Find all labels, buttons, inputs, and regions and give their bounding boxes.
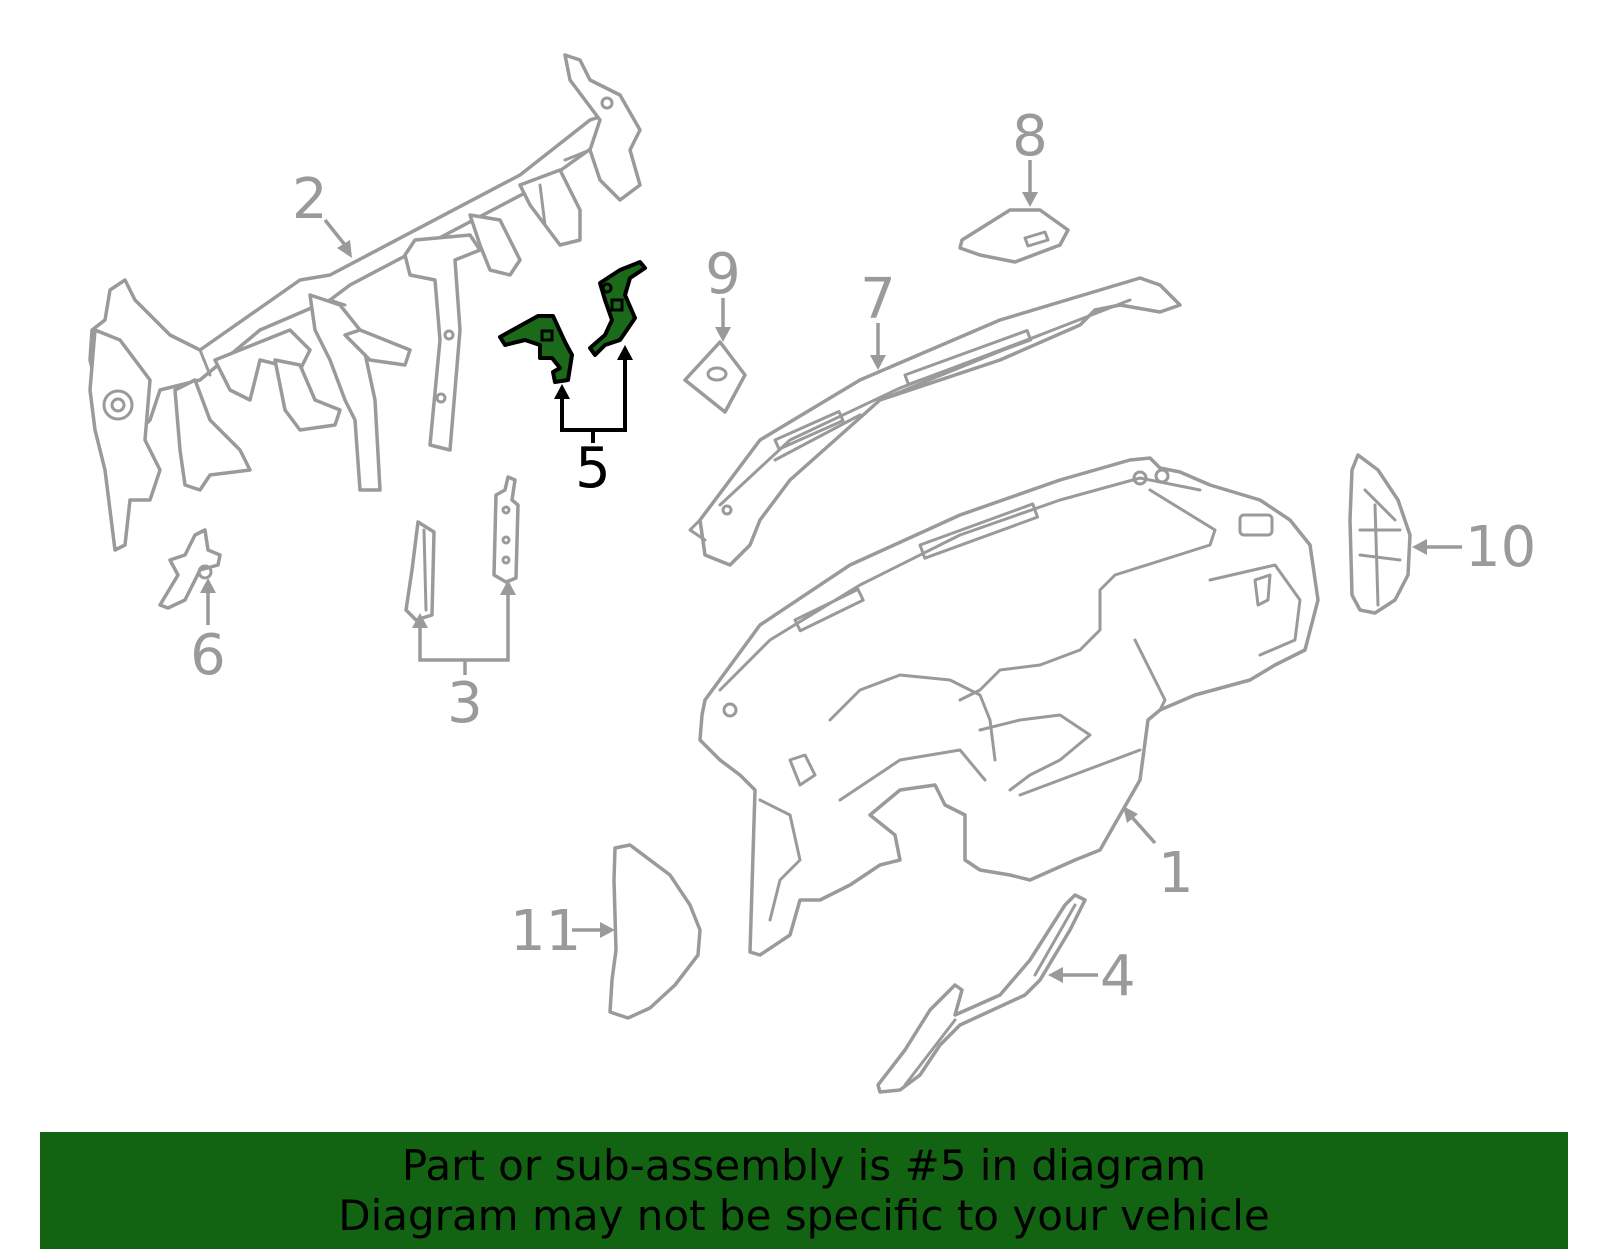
leader-5 (554, 345, 633, 443)
part-4-trim-strip[interactable] (876, 893, 1087, 1094)
info-banner: Part or sub-assembly is #5 in diagram Di… (40, 1132, 1568, 1249)
callout-3: 3 (447, 671, 483, 736)
callout-2: 2 (292, 167, 328, 232)
callout-11: 11 (510, 899, 581, 964)
banner-line-1: Part or sub-assembly is #5 in diagram (401, 1140, 1207, 1190)
leaders (200, 160, 1462, 983)
part-5-brackets-highlighted[interactable] (498, 260, 647, 384)
part-7-defroster-duct[interactable] (688, 276, 1182, 567)
callout-9: 9 (705, 242, 741, 307)
callout-4: 4 (1100, 944, 1136, 1009)
part-11-panel[interactable] (608, 843, 702, 1020)
part-10-side-cover[interactable] (1348, 453, 1412, 615)
part-1-instrument-panel[interactable] (698, 456, 1320, 957)
part-2-crossbeam[interactable] (88, 53, 642, 552)
part-8-cover[interactable] (958, 208, 1070, 264)
part-9-pad[interactable] (683, 340, 747, 414)
callout-7: 7 (860, 267, 896, 332)
callout-8: 8 (1012, 104, 1048, 169)
callout-1: 1 (1158, 841, 1194, 906)
part-3-brackets[interactable] (404, 475, 520, 622)
callout-6: 6 (190, 623, 226, 688)
part-6-bracket[interactable] (158, 528, 222, 610)
callout-10: 10 (1465, 515, 1536, 580)
banner-line-2: Diagram may not be specific to your vehi… (338, 1190, 1270, 1240)
callout-5: 5 (575, 436, 611, 501)
